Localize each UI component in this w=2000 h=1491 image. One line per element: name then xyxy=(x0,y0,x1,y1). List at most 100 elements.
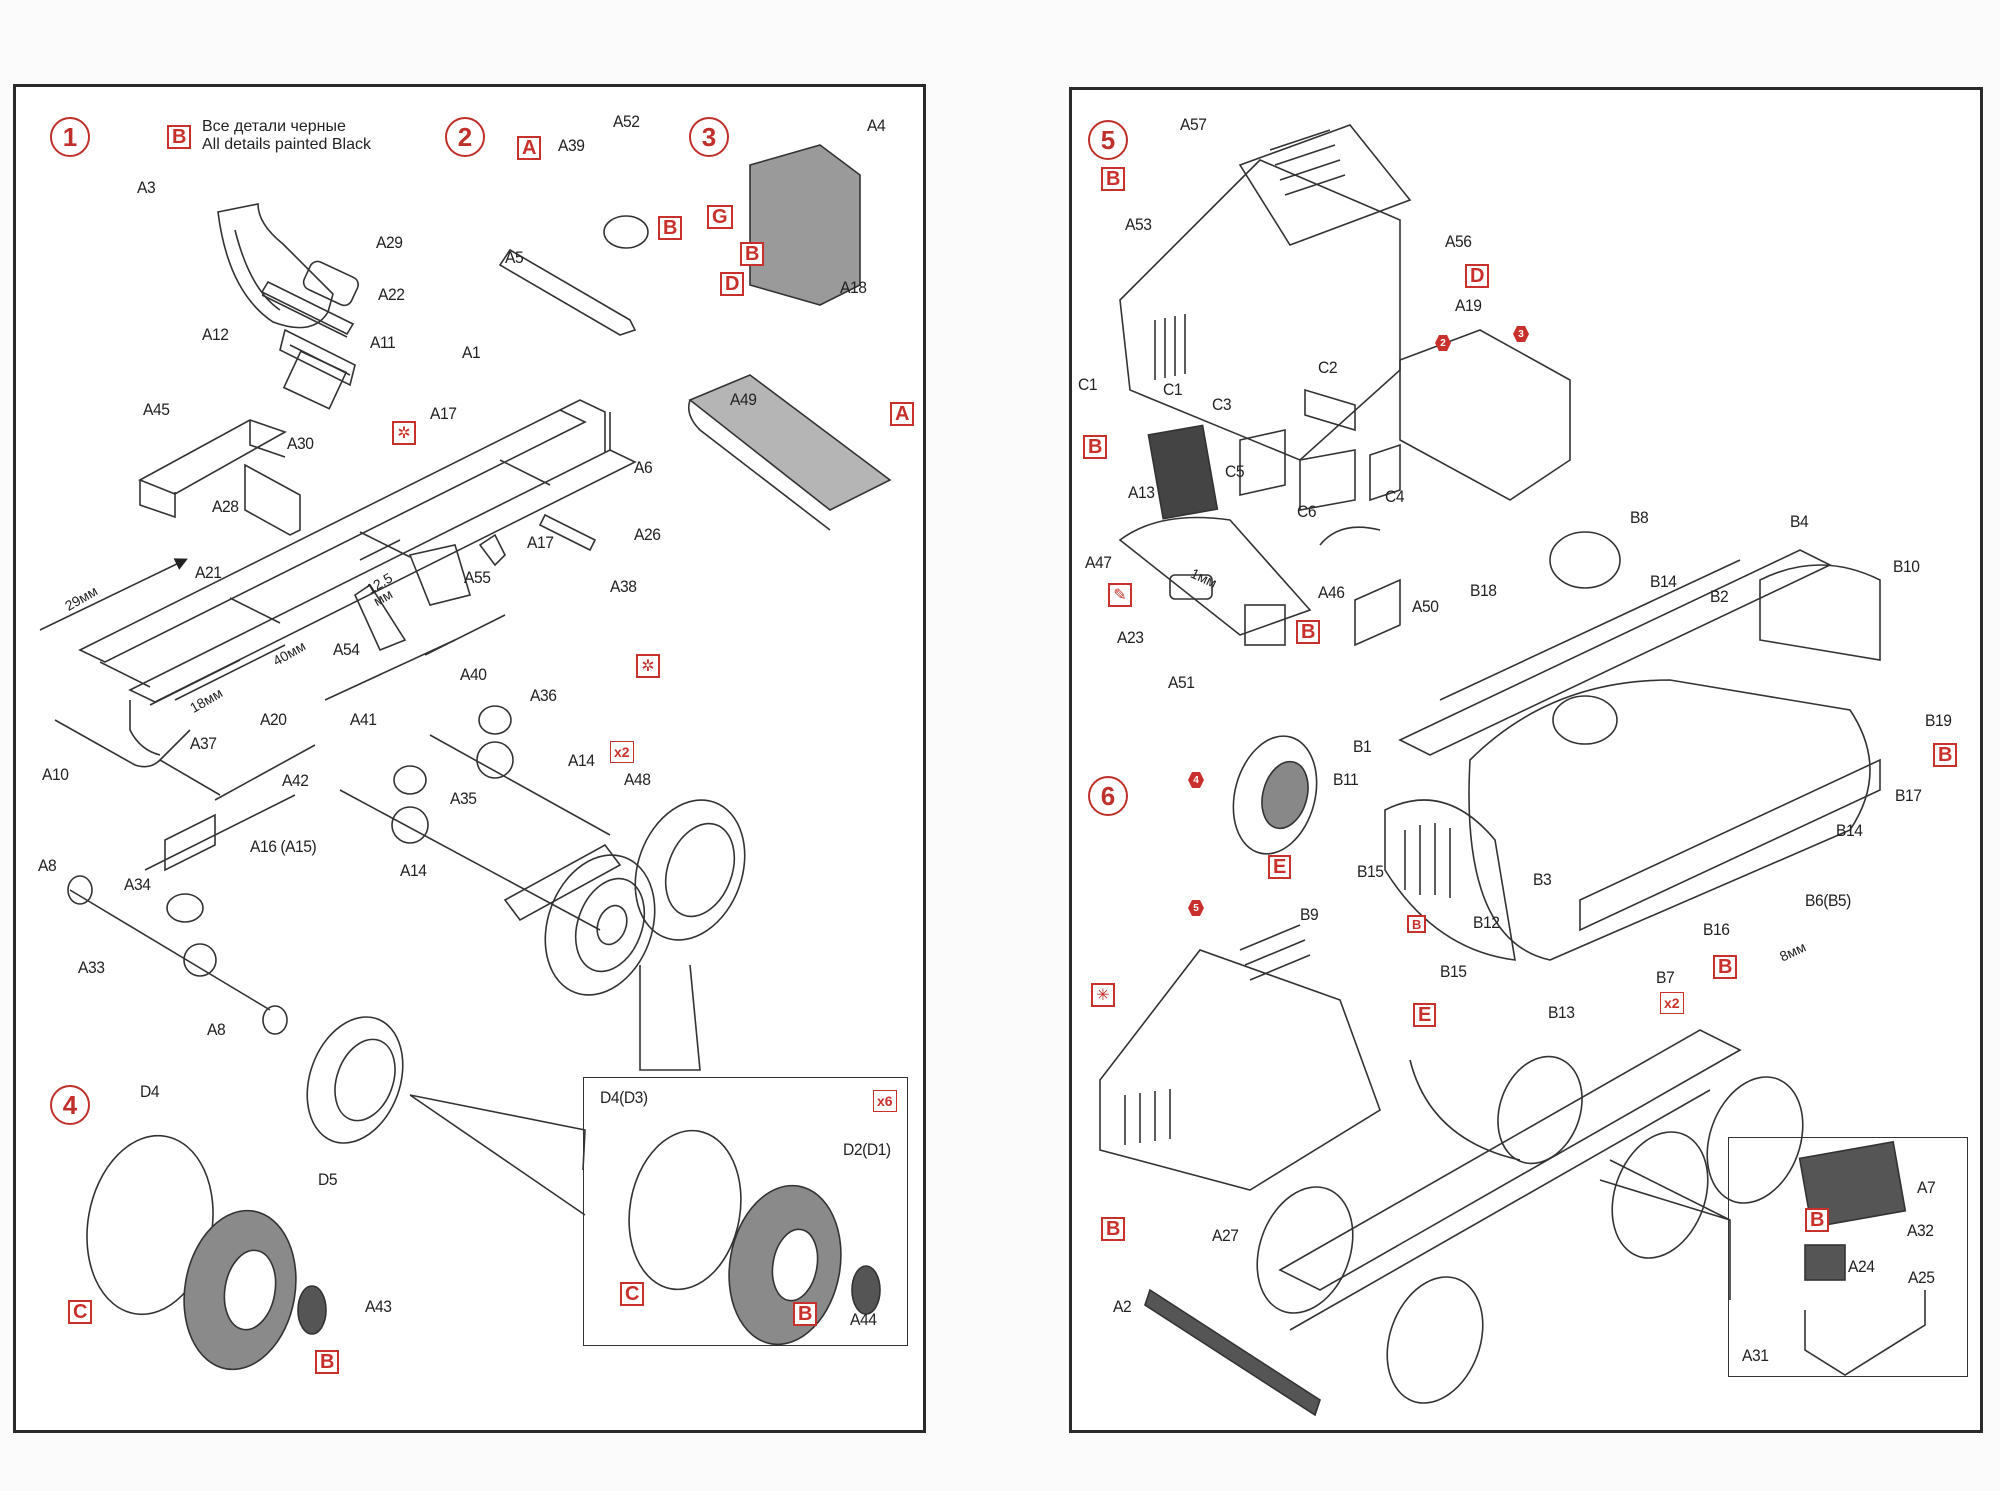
part-label: A17 xyxy=(430,404,457,423)
quantity-multiplier: x6 xyxy=(873,1090,897,1112)
part-label: B2 xyxy=(1710,587,1729,606)
part-label: A55 xyxy=(464,568,491,587)
decal-icon: ✳ xyxy=(1091,983,1115,1007)
paint-code-a: A xyxy=(517,136,542,160)
part-label: B15 xyxy=(1440,962,1467,981)
step-marker-2: 2 xyxy=(445,117,485,157)
part-label: A43 xyxy=(365,1297,392,1316)
paint-code-d: D xyxy=(720,272,745,296)
part-label: A17 xyxy=(527,533,554,552)
step-reference-5: 5 xyxy=(1188,900,1204,916)
paint-code-b: B xyxy=(315,1350,340,1374)
part-label: A7 xyxy=(1917,1178,1936,1197)
paint-note-ru: Все детали черные xyxy=(202,118,346,135)
paint-code-e: E xyxy=(1268,855,1292,879)
part-label: A29 xyxy=(376,233,403,252)
part-label: A30 xyxy=(287,434,314,453)
paint-note-en: All details painted Black xyxy=(202,136,371,153)
part-label: B10 xyxy=(1893,557,1920,576)
part-label: A27 xyxy=(1212,1226,1239,1245)
part-label: A14 xyxy=(400,861,427,880)
part-label: D5 xyxy=(318,1170,338,1189)
part-label: B9 xyxy=(1300,905,1319,924)
part-label: B14 xyxy=(1650,572,1677,591)
part-label: A8 xyxy=(38,856,57,875)
part-label: B17 xyxy=(1895,786,1922,805)
part-label: B19 xyxy=(1925,711,1952,730)
part-label: A37 xyxy=(190,734,217,753)
part-label: B15 xyxy=(1357,862,1384,881)
part-label: A14 xyxy=(568,751,595,770)
part-label: A3 xyxy=(137,178,156,197)
wheel-detail-inset xyxy=(583,1077,908,1346)
paint-code-b: B xyxy=(1805,1208,1830,1232)
part-label: A48 xyxy=(624,770,651,789)
step-reference-2: 2 xyxy=(1435,335,1451,351)
part-label: A24 xyxy=(1848,1257,1875,1276)
paint-code-a: A xyxy=(890,402,915,426)
part-label: A40 xyxy=(460,665,487,684)
part-label: C6 xyxy=(1297,502,1317,521)
part-label: A32 xyxy=(1907,1221,1934,1240)
part-label: A51 xyxy=(1168,673,1195,692)
step-marker-1: 1 xyxy=(50,117,90,157)
part-label: B7 xyxy=(1656,968,1675,987)
step-reference-4: 4 xyxy=(1188,772,1204,788)
part-label: C4 xyxy=(1385,487,1405,506)
part-label: A46 xyxy=(1318,583,1345,602)
paint-code-b: B xyxy=(1101,1217,1126,1241)
part-label: B3 xyxy=(1533,870,1552,889)
part-label: A36 xyxy=(530,686,557,705)
part-label: A53 xyxy=(1125,215,1152,234)
part-label: A16 (A15) xyxy=(250,837,317,856)
part-label: B18 xyxy=(1470,581,1497,600)
paint-code-b: B xyxy=(1296,620,1321,644)
part-label: B8 xyxy=(1630,508,1649,527)
step-marker-5: 5 xyxy=(1088,120,1128,160)
paint-code-b: B xyxy=(1083,435,1108,459)
part-label: B4 xyxy=(1790,512,1809,531)
part-label: B11 xyxy=(1333,770,1359,789)
part-label: A31 xyxy=(1742,1346,1769,1365)
part-label: B6(B5) xyxy=(1805,891,1851,910)
part-label: A35 xyxy=(450,789,477,808)
part-label: A49 xyxy=(730,390,757,409)
part-label: A10 xyxy=(42,765,69,784)
paint-code-c: C xyxy=(68,1300,93,1324)
paint-note: Все детали черные All details painted Bl… xyxy=(202,118,371,154)
quantity-multiplier: x2 xyxy=(1660,992,1684,1014)
part-label: A11 xyxy=(370,333,396,352)
paint-code-b: B xyxy=(658,216,683,240)
part-label: A52 xyxy=(613,112,640,131)
paint-code-b: B xyxy=(793,1302,818,1326)
part-label: D4 xyxy=(140,1082,160,1101)
part-label: A39 xyxy=(558,136,585,155)
part-label: A42 xyxy=(282,771,309,790)
part-label: B16 xyxy=(1703,920,1730,939)
part-label: A18 xyxy=(840,278,867,297)
part-label: C1 xyxy=(1163,380,1183,399)
part-label: A45 xyxy=(143,400,170,419)
glue-icon: ✲ xyxy=(392,421,416,445)
cut-icon: ✎ xyxy=(1108,583,1132,607)
part-label: A54 xyxy=(333,640,360,659)
paint-code-e: E xyxy=(1413,1003,1437,1027)
part-label: A33 xyxy=(78,958,105,977)
part-label: A26 xyxy=(634,525,661,544)
part-label: B1 xyxy=(1353,737,1372,756)
part-label: A2 xyxy=(1113,1297,1132,1316)
paint-code-b: B xyxy=(1933,743,1958,767)
part-label: A44 xyxy=(850,1310,877,1329)
part-label: A38 xyxy=(610,577,637,596)
paint-code-b: B xyxy=(1713,955,1738,979)
part-label: A50 xyxy=(1412,597,1439,616)
paint-code-b: B xyxy=(1101,167,1126,191)
part-label: A57 xyxy=(1180,115,1207,134)
part-label: A4 xyxy=(867,116,886,135)
part-label: A13 xyxy=(1128,483,1155,502)
paint-code-b: B xyxy=(740,242,765,266)
paint-code-g: G xyxy=(707,205,733,229)
part-label: D4(D3) xyxy=(600,1088,648,1107)
part-label: A20 xyxy=(260,710,287,729)
part-label: A28 xyxy=(212,497,239,516)
